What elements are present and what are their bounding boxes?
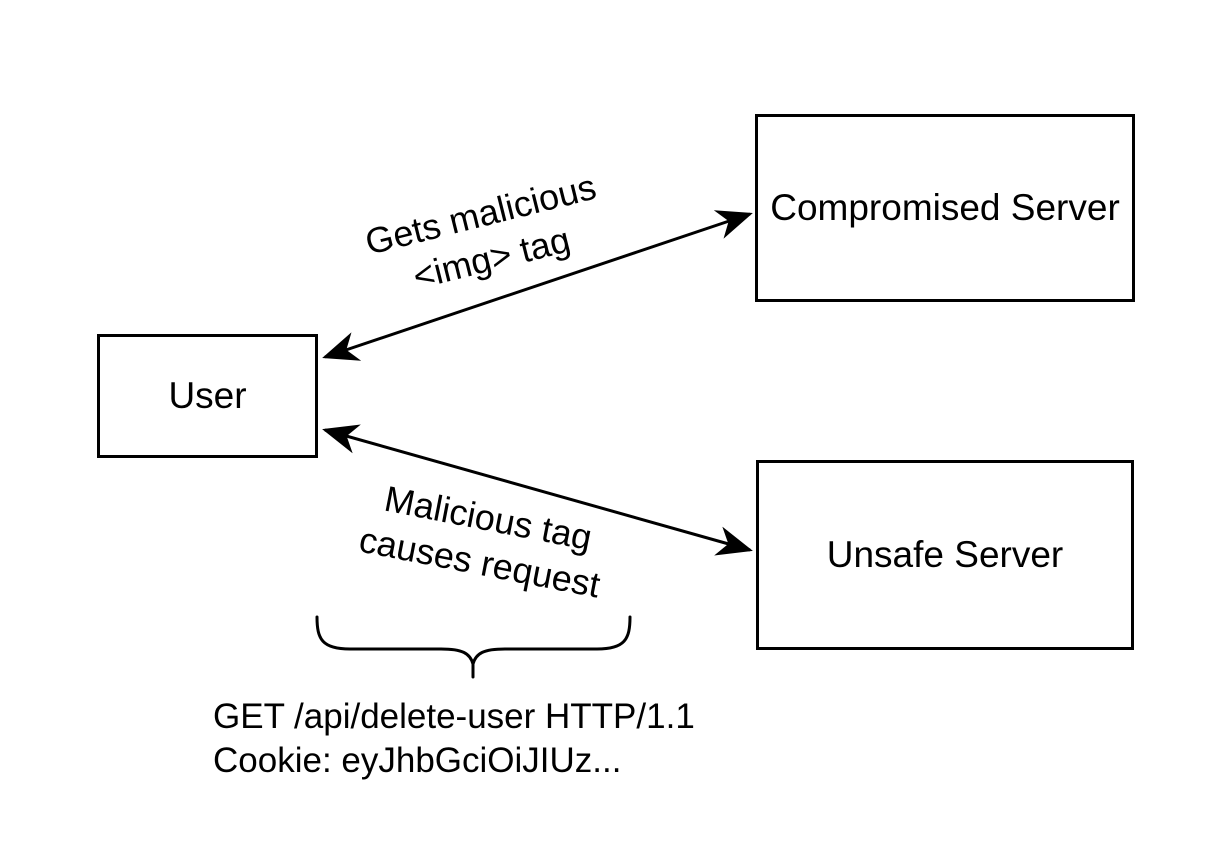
edge-label-gets-malicious-img-tag: Gets malicious <img> tag: [361, 164, 612, 308]
http-request-annotation: GET /api/delete-user HTTP/1.1 Cookie: ey…: [213, 695, 695, 783]
http-request-line: GET /api/delete-user HTTP/1.1: [213, 697, 695, 736]
node-unsafe-server: Unsafe Server: [756, 460, 1134, 650]
node-unsafe-server-label: Unsafe Server: [826, 533, 1064, 575]
node-compromised-server: Compromised Server: [755, 114, 1135, 302]
http-cookie-line: Cookie: eyJhbGciOiJIUz...: [213, 741, 622, 780]
edge-label-malicious-tag-causes-request: Malicious tag causes request: [356, 473, 613, 608]
curly-brace: [315, 615, 632, 679]
node-user: User: [97, 334, 318, 458]
node-compromised-server-label: Compromised Server: [770, 186, 1120, 228]
node-user-label: User: [168, 374, 247, 416]
